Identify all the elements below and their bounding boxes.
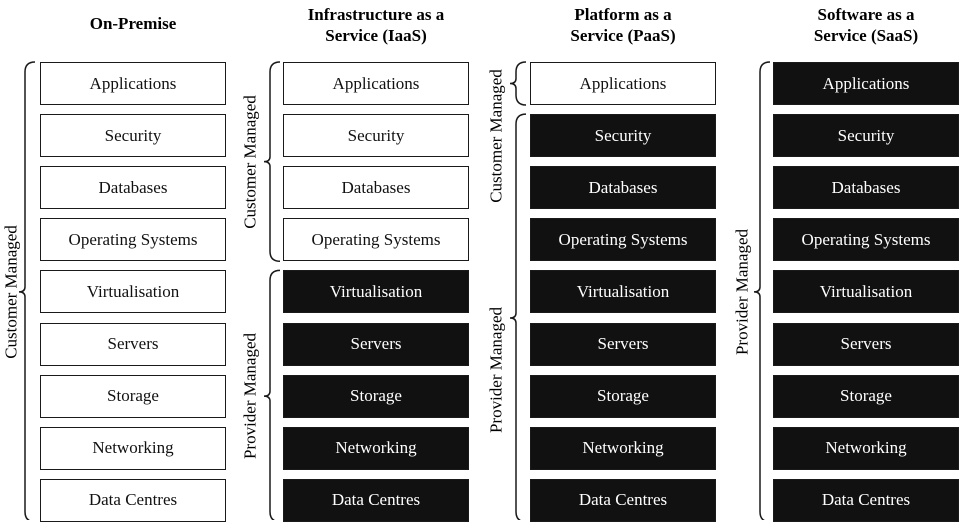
layer-data-centres: Data Centres [283, 478, 469, 522]
column-title-2: Infrastructure as a Service (IaaS) [307, 5, 445, 45]
side-label-text: Provider Managed [240, 333, 260, 460]
layer-applications: Applications [40, 62, 226, 105]
bracket-customer-managed [18, 61, 36, 520]
layer-servers: Servers [40, 322, 226, 366]
layer-networking: Networking [283, 426, 469, 470]
layer-virtualisation: Virtualisation [530, 270, 716, 314]
layer-networking: Networking [40, 426, 226, 470]
layer-networking: Networking [773, 426, 959, 470]
layer-storage: Storage [773, 374, 959, 418]
layer-operating-systems: Operating Systems [773, 218, 959, 262]
layer-data-centres: Data Centres [40, 478, 226, 522]
layer-servers: Servers [530, 322, 716, 366]
bracket-provider-managed [509, 113, 527, 520]
layer-security: Security [40, 114, 226, 158]
layer-virtualisation: Virtualisation [773, 270, 959, 314]
bracket-provider-managed [753, 61, 771, 520]
layer-storage: Storage [530, 374, 716, 418]
layer-security: Security [530, 114, 716, 158]
layer-databases: Databases [530, 166, 716, 210]
layer-storage: Storage [283, 374, 469, 418]
layer-applications: Applications [773, 62, 959, 105]
side-label-text: Customer Managed [1, 225, 21, 359]
layer-virtualisation: Virtualisation [40, 270, 226, 314]
layer-networking: Networking [530, 426, 716, 470]
layer-databases: Databases [283, 166, 469, 210]
layer-applications: Applications [283, 62, 469, 105]
layer-storage: Storage [40, 374, 226, 418]
column-title-1: On-Premise [89, 14, 177, 33]
layer-operating-systems: Operating Systems [40, 218, 226, 262]
layer-security: Security [283, 114, 469, 158]
bracket-customer-managed [263, 61, 281, 263]
layer-applications: Applications [530, 62, 716, 105]
side-label-text: Provider Managed [732, 228, 752, 355]
layer-virtualisation: Virtualisation [283, 270, 469, 314]
column-title-3: Platform as a Service (PaaS) [570, 5, 676, 45]
layer-data-centres: Data Centres [530, 478, 716, 522]
layer-databases: Databases [40, 166, 226, 210]
side-label-text: Customer Managed [240, 94, 260, 229]
column-title-4: Software as a Service (SaaS) [813, 5, 919, 45]
layer-security: Security [773, 114, 959, 158]
layer-operating-systems: Operating Systems [530, 218, 716, 262]
layer-data-centres: Data Centres [773, 478, 959, 522]
side-label-text: Provider Managed [486, 307, 506, 434]
layer-operating-systems: Operating Systems [283, 218, 469, 262]
layer-servers: Servers [283, 322, 469, 366]
layer-servers: Servers [773, 322, 959, 366]
side-label-text: Customer Managed [486, 68, 506, 203]
layer-databases: Databases [773, 166, 959, 210]
bracket-customer-managed [509, 61, 527, 106]
bracket-provider-managed [263, 269, 281, 520]
